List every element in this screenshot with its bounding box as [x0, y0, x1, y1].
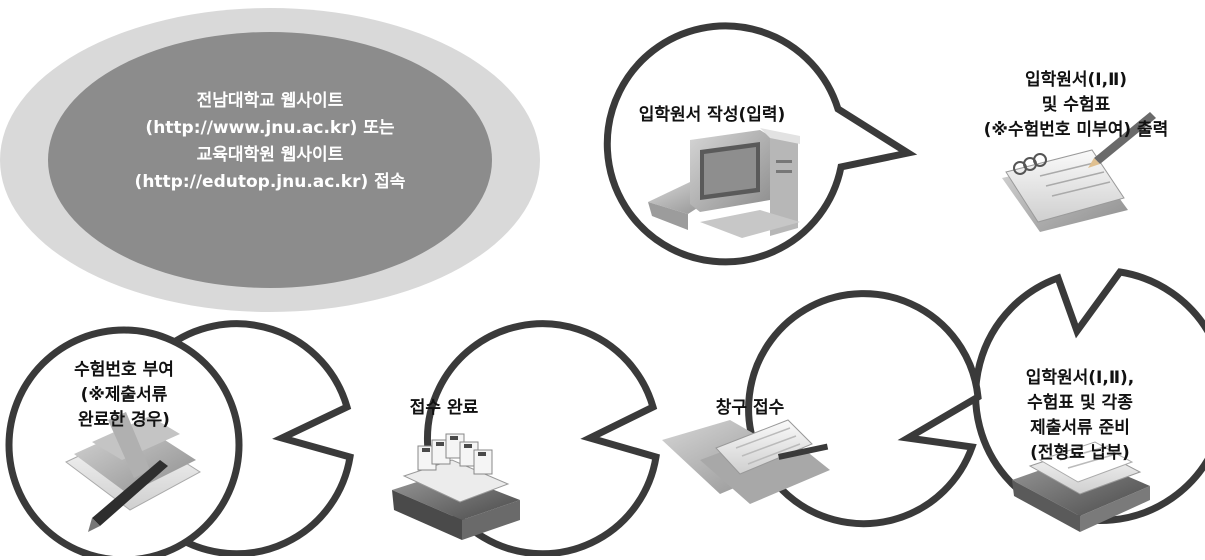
step-2-line-2: 및 수험표 [1041, 95, 1111, 115]
start-line-2: (http://www.jnu.ac.kr) 또는 [145, 118, 395, 138]
step-4-line-1: 창구 접수 [715, 398, 785, 418]
step-3-line-1: 입학원서(Ⅰ,Ⅱ), [1025, 368, 1135, 388]
step-2-label: 입학원서(Ⅰ,Ⅱ) 및 수험표 (※수험번호 미부여) 출력 [956, 68, 1196, 143]
start-line-4: (http://edutop.jnu.ac.kr) 접속 [134, 172, 406, 192]
step-6-line-2: (※제출서류 [80, 385, 168, 405]
step-5-line-1: 접수 완료 [409, 398, 479, 418]
step-1-line-1: 입학원서 작성(입력) [638, 105, 786, 125]
step-2-line-3: (※수험번호 미부여) 출력 [983, 120, 1169, 140]
card-file-drawer-icon [392, 433, 520, 540]
clipboard-pen-icon [662, 419, 830, 504]
step-6-label: 수험번호 부여 (※제출서류 완료한 경우) [34, 358, 214, 433]
step-3-line-3: 제출서류 준비 [1030, 418, 1130, 438]
computer-icon [648, 128, 800, 238]
folders-pen-icon [65, 412, 201, 532]
document-stack-icon [1012, 441, 1150, 532]
step-1-label: 입학원서 작성(입력) [602, 103, 822, 128]
start-line-3: 교육대학원 웹사이트 [196, 145, 344, 165]
notebook-pencil-icon [1002, 112, 1156, 232]
step-3-line-4: (전형료 납부) [1030, 443, 1130, 463]
step-6-line-1: 수험번호 부여 [74, 360, 174, 380]
step-6-line-3: 완료한 경우) [78, 410, 170, 430]
start-oval-text: 전남대학교 웹사이트 (http://www.jnu.ac.kr) 또는 교육대… [60, 88, 480, 196]
step-2-line-1: 입학원서(Ⅰ,Ⅱ) [1024, 70, 1128, 90]
step-5-label: 접수 완료 [354, 396, 534, 421]
start-line-1: 전남대학교 웹사이트 [196, 91, 344, 111]
step-4-label: 창구 접수 [660, 396, 840, 421]
start-oval [0, 8, 540, 312]
step-3-label: 입학원서(Ⅰ,Ⅱ), 수험표 및 각종 제출서류 준비 (전형료 납부) [990, 366, 1170, 466]
step-3-line-2: 수험표 및 각종 [1027, 393, 1133, 413]
